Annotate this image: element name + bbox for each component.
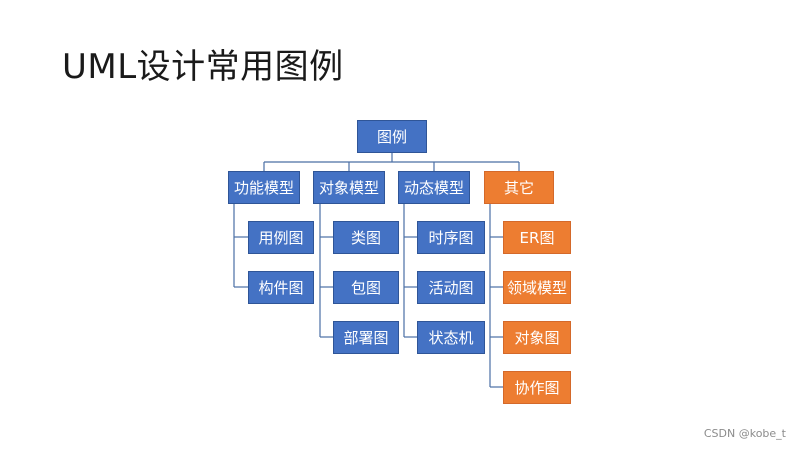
- node-category-functional-model: 功能模型: [228, 171, 300, 204]
- watermark: CSDN @kobe_t: [703, 427, 786, 440]
- node-er-diagram: ER图: [503, 221, 571, 254]
- node-category-dynamic-model: 动态模型: [398, 171, 470, 204]
- node-sequence-diagram: 时序图: [417, 221, 485, 254]
- node-class-diagram: 类图: [333, 221, 399, 254]
- node-use-case-diagram: 用例图: [248, 221, 314, 254]
- node-collaboration-diagram: 协作图: [503, 371, 571, 404]
- node-object-diagram: 对象图: [503, 321, 571, 354]
- slide-title: UML设计常用图例: [62, 47, 344, 87]
- node-package-diagram: 包图: [333, 271, 399, 304]
- node-root: 图例: [357, 120, 427, 153]
- node-activity-diagram: 活动图: [417, 271, 485, 304]
- node-deployment-diagram: 部署图: [333, 321, 399, 354]
- node-state-machine: 状态机: [417, 321, 485, 354]
- node-category-object-model: 对象模型: [313, 171, 385, 204]
- node-component-diagram: 构件图: [248, 271, 314, 304]
- node-domain-model: 领域模型: [503, 271, 571, 304]
- node-category-other: 其它: [484, 171, 554, 204]
